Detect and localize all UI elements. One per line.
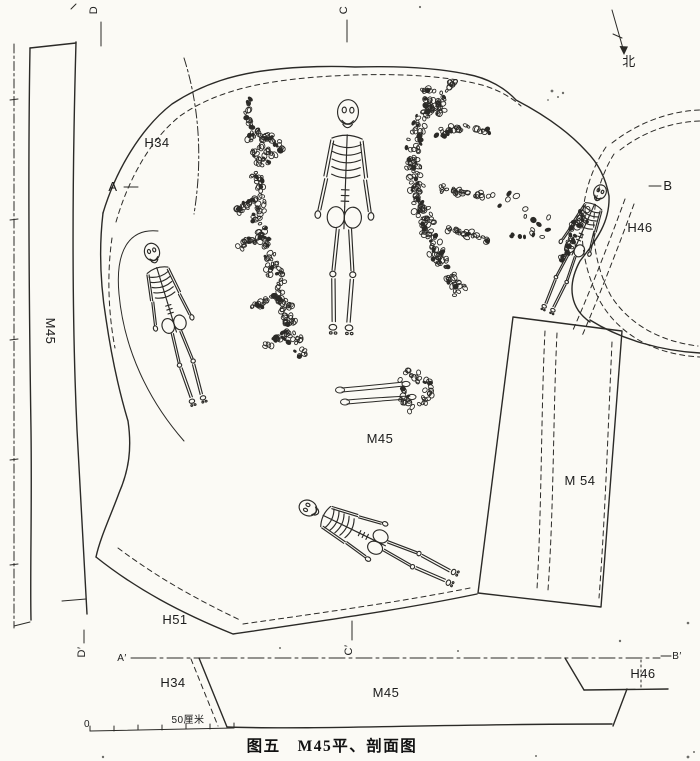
label-h51: H51 — [162, 612, 187, 627]
marker-d-top: D — [88, 6, 100, 14]
h34-boundary — [183, 57, 200, 215]
west-baulk: M45 — [9, 41, 88, 629]
pit-h51: H51 — [117, 547, 241, 627]
label-h34-plan: H34 — [144, 135, 169, 150]
skeleton-central — [314, 99, 375, 336]
east-shell-scatter — [497, 190, 552, 240]
east-torso-shells — [558, 205, 591, 263]
tiger-leg-3 — [249, 292, 282, 310]
shell-mosaics — [233, 78, 591, 415]
tomb-outline-upper — [102, 65, 610, 323]
section-markers-bottom: D′ C′ — [76, 620, 355, 658]
west-niche-outline — [117, 230, 185, 442]
m54-outline — [477, 316, 623, 608]
north-arrow-shaft — [611, 9, 625, 53]
marker-c-top: C — [338, 6, 350, 14]
m45-east-wall — [612, 688, 628, 727]
north-arrow-head — [619, 46, 628, 55]
section-markers-top: D C — [70, 3, 350, 47]
dragon-shell-mosaic — [404, 96, 468, 298]
shell-triangle — [397, 367, 435, 415]
m45-pit-bottom — [226, 723, 613, 729]
dragon-head — [420, 85, 448, 118]
label-b-prime: B′ — [672, 651, 682, 662]
tiger-leg-1 — [233, 195, 262, 216]
m45-west-wall — [198, 657, 228, 728]
figure-caption: 图五 M45平、剖面图 — [247, 736, 418, 755]
dragon-horn — [444, 78, 459, 93]
scale-length-label: 50厘米 — [171, 713, 204, 726]
tomb-outline-left — [95, 212, 131, 558]
tiger-tail — [243, 96, 256, 130]
scale-zero: 0 — [84, 719, 90, 730]
tomb-outline-right-exit — [589, 319, 700, 354]
marker-c-bottom: C′ — [343, 644, 355, 655]
tiger-leg-2 — [235, 228, 265, 252]
label-h34-section: H34 — [160, 675, 185, 690]
west-trench-m45-label: M45 — [43, 318, 58, 345]
label-a-prime: A′ — [117, 653, 127, 664]
skeletons — [143, 99, 607, 588]
skeleton-west — [143, 242, 208, 407]
tiger-head — [244, 127, 286, 166]
tibiae-pointer — [335, 380, 417, 406]
label-m45-plan: M45 — [367, 431, 394, 446]
h46-bottom — [583, 688, 669, 691]
tiger-shell-mosaic — [248, 141, 308, 359]
dragon-leg-3 — [444, 225, 491, 245]
baulk-right-edge — [72, 41, 88, 615]
label-m45-section: M45 — [373, 685, 400, 700]
north-arrow: 北 — [611, 9, 636, 69]
section-view: A′ B′ H34 M45 H46 — [117, 651, 682, 729]
label-a: A — [108, 179, 117, 194]
label-m54: M 54 — [565, 473, 596, 488]
tomb-outline-dashed — [108, 74, 522, 625]
h46-west-wall — [564, 657, 585, 691]
dragon-leg-2 — [438, 183, 496, 201]
tomb-outline — [95, 65, 700, 635]
grave-m54: M 54 — [477, 316, 623, 608]
pit-h46: H46 — [572, 109, 700, 358]
north-label: 北 — [622, 54, 636, 69]
pit-h34: H34 — [144, 57, 200, 215]
label-b: B — [663, 178, 672, 193]
section-line-ab: A B — [108, 178, 672, 194]
tiger-leg-4 — [262, 329, 293, 350]
scan-noise — [101, 5, 695, 759]
skeleton-south — [298, 499, 460, 588]
label-h46-section: H46 — [630, 666, 655, 681]
marker-d-bottom: D′ — [76, 646, 88, 657]
baulk-left-edge — [28, 47, 32, 621]
skeleton-east — [540, 184, 607, 316]
scale-bar: 0 50厘米 — [84, 713, 235, 732]
dragon-leg-1 — [433, 123, 492, 139]
label-h46-plan: H46 — [627, 220, 652, 235]
tomb-outline-bottom — [95, 556, 478, 635]
